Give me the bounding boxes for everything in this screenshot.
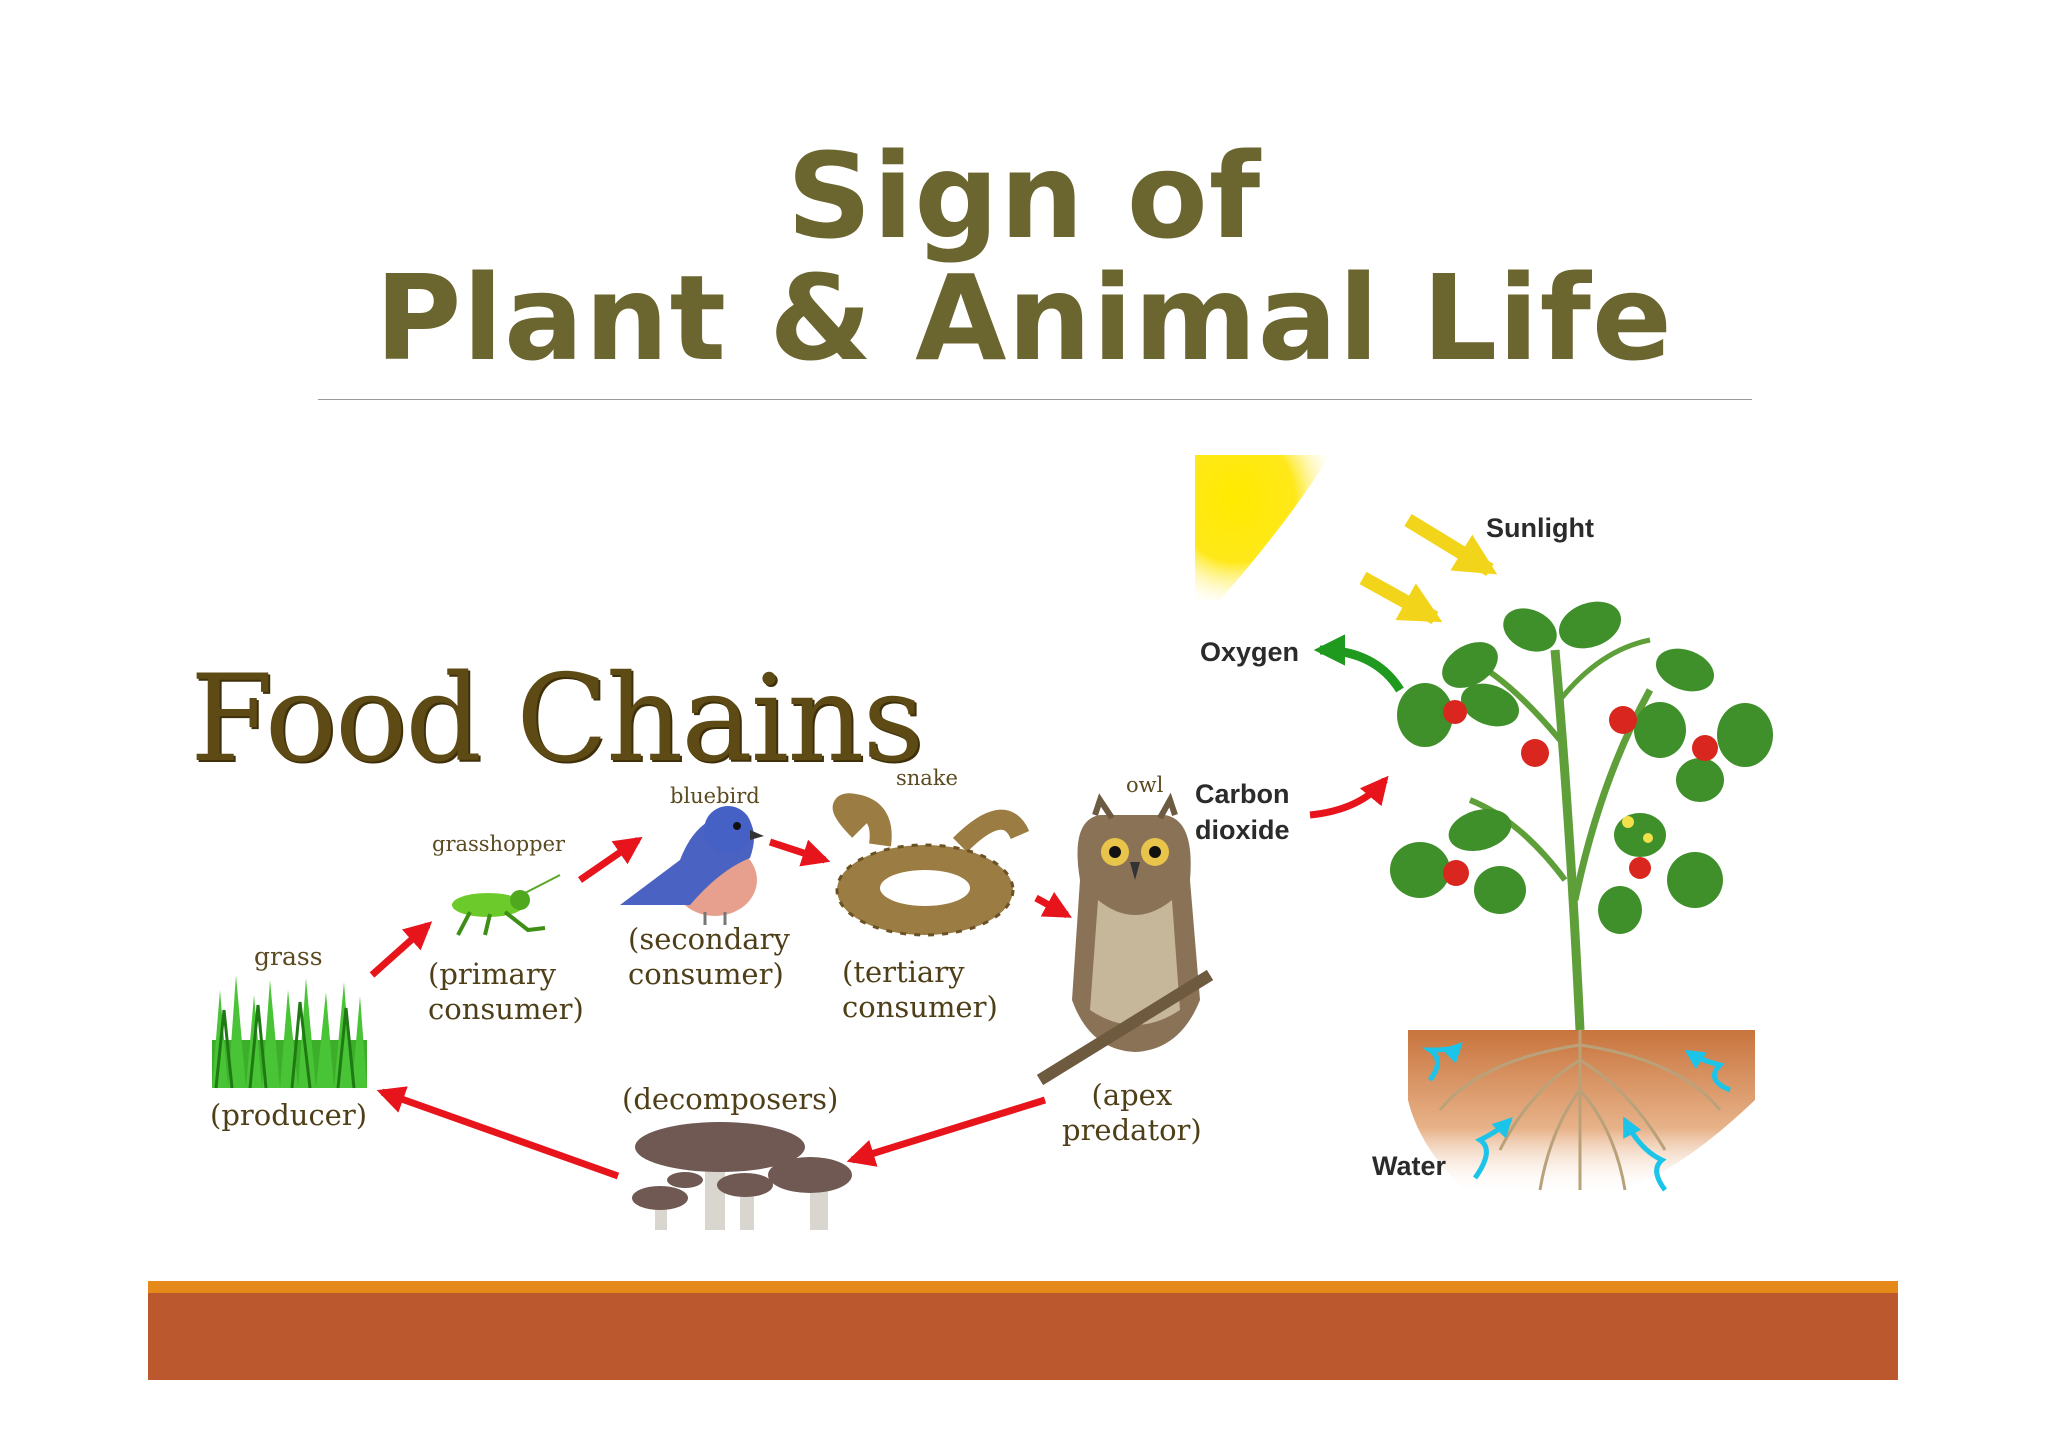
arrow-grass-to-grasshopper [369, 921, 433, 978]
water-arrows [1421, 1042, 1731, 1192]
label-water: Water [1372, 1151, 1447, 1181]
decomposers-illustration [632, 1122, 852, 1230]
footer-accent-bar [148, 1281, 1898, 1293]
label-primary-consumer-line-1: (primary [428, 957, 557, 991]
sunlight-arrows [1359, 514, 1498, 625]
label-secondary-consumer-line-2: consumer) [628, 957, 784, 991]
label-tertiary-consumer-line-2: consumer) [842, 990, 998, 1024]
sun-illustration [1195, 455, 1330, 600]
snake-illustration [832, 793, 1030, 937]
arrow-grasshopper-to-bluebird [578, 836, 643, 883]
label-carbon-dioxide: Carbon dioxide [1195, 776, 1290, 848]
carbon-dioxide-arrow [1309, 775, 1389, 819]
label-apex-predator-line-1: (apex [1091, 1078, 1173, 1112]
label-carbon-dioxide-line-2: dioxide [1195, 815, 1290, 845]
oxygen-arrow [1313, 634, 1404, 693]
label-bluebird: bluebird [670, 784, 760, 808]
label-producer: (producer) [210, 1098, 368, 1132]
label-primary-consumer: (primary consumer) [428, 957, 584, 1027]
label-owl: owl [1126, 773, 1164, 797]
label-tertiary-consumer-line-1: (tertiary [842, 955, 965, 989]
sunlight-arrow-1 [1404, 514, 1498, 576]
label-secondary-consumer-line-1: (secondary [628, 922, 790, 956]
arrow-owl-to-decomposers [846, 1096, 1047, 1167]
label-carbon-dioxide-line-1: Carbon [1195, 779, 1290, 809]
slide-title: Sign of Plant & Animal Life [0, 135, 2048, 379]
title-line-1: Sign of [786, 127, 1262, 265]
label-grasshopper: grasshopper [432, 832, 566, 856]
bluebird-illustration [620, 806, 764, 925]
arrow-snake-to-owl [1034, 891, 1072, 919]
title-line-2: Plant & Animal Life [375, 249, 1673, 387]
label-primary-consumer-line-2: consumer) [428, 992, 584, 1026]
label-oxygen: Oxygen [1200, 637, 1300, 667]
owl-illustration [1036, 792, 1214, 1086]
arrow-bluebird-to-snake [768, 838, 831, 867]
title-divider [318, 399, 1752, 400]
sunlight-arrow-2 [1359, 571, 1443, 625]
label-decomposers: (decomposers) [622, 1082, 839, 1116]
arrow-decomposers-to-grass [376, 1086, 620, 1180]
grass-illustration [212, 975, 367, 1089]
footer-bar [148, 1293, 1898, 1380]
label-apex-predator-line-2: predator) [1062, 1113, 1202, 1147]
food-chains-heading: Food Chains [190, 650, 924, 789]
roots-illustration [1438, 1030, 1722, 1191]
food-chain-arrows [369, 836, 1072, 1180]
label-secondary-consumer: (secondary consumer) [628, 922, 790, 992]
tomato-plant-illustration [1390, 601, 1773, 1031]
grasshopper-illustration [452, 874, 561, 936]
label-apex-predator: (apex predator) [1062, 1078, 1202, 1148]
label-snake: snake [896, 766, 958, 790]
label-sunlight: Sunlight [1486, 513, 1594, 543]
label-tertiary-consumer: (tertiary consumer) [842, 955, 998, 1025]
label-grass: grass [254, 942, 323, 971]
